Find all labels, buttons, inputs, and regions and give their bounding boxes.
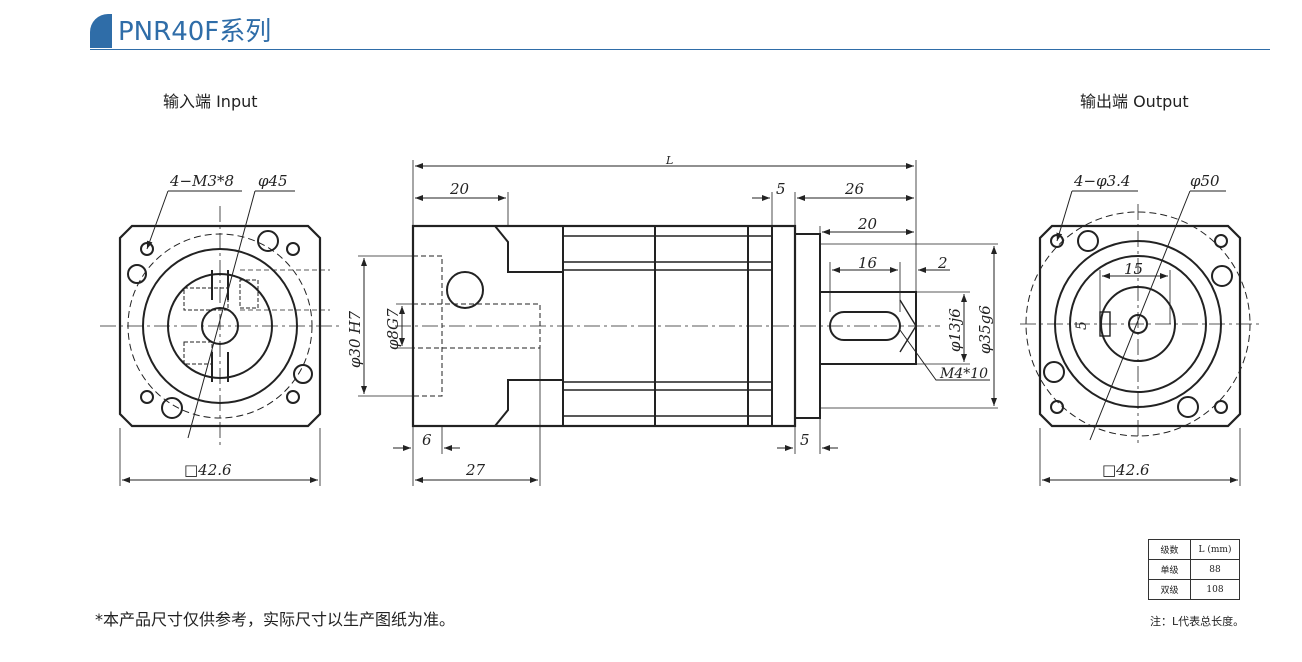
page-title: PNR40F系列 xyxy=(118,17,272,47)
output-bolt-dim: 4−φ3.4 xyxy=(1073,172,1130,190)
dim-16: 16 xyxy=(858,254,878,272)
dim-6: 6 xyxy=(422,431,432,449)
table-cell: 88 xyxy=(1190,559,1240,580)
table-header-cell: 级数 xyxy=(1148,539,1191,560)
dim-15: 15 xyxy=(1124,260,1143,278)
dim-phi13: φ13j6 xyxy=(946,308,964,352)
dim-20-shaft: 20 xyxy=(857,215,878,233)
output-square-dim: □42.6 xyxy=(1102,461,1150,479)
thread-dim: M4*10 xyxy=(939,366,988,382)
title-bar: PNR40F系列 xyxy=(90,14,1270,54)
dim-20-top: 20 xyxy=(449,180,470,198)
length-dim: L xyxy=(665,154,673,167)
title-divider xyxy=(90,49,1270,50)
dim-5-top: 5 xyxy=(776,180,786,198)
disclaimer-note: *本产品尺寸仅供参考，实际尺寸以生产图纸为准。 xyxy=(95,610,456,629)
output-pcd-dim: φ50 xyxy=(1190,172,1220,190)
dim-phi35: φ35g6 xyxy=(976,305,994,354)
table-cell: 单级 xyxy=(1148,559,1191,580)
table-row: 双级 108 xyxy=(1148,579,1240,600)
title-accent xyxy=(90,14,112,48)
side-view xyxy=(358,160,998,486)
output-label: 输出端 Output xyxy=(1080,92,1189,111)
dim-phi8: φ8G7 xyxy=(384,308,402,350)
input-view xyxy=(100,190,340,486)
dim-5-key: 5 xyxy=(1074,321,1090,330)
table-cell: 双级 xyxy=(1148,579,1191,600)
output-shaft xyxy=(819,291,917,365)
input-pilot-dim: φ45 xyxy=(258,172,288,190)
output-view xyxy=(1020,190,1260,486)
dim-26: 26 xyxy=(844,180,865,198)
table-header-cell: L (mm) xyxy=(1190,539,1240,560)
table-note: 注：L代表总长度。 xyxy=(1150,615,1245,628)
dim-5-bottom: 5 xyxy=(800,431,810,449)
dim-2: 2 xyxy=(937,254,948,272)
input-flange-outline xyxy=(118,224,322,428)
dim-phi30: φ30 H7 xyxy=(346,311,364,368)
length-table: 级数 L (mm) 单级 88 双级 108 xyxy=(1148,539,1240,600)
table-row: 单级 88 xyxy=(1148,559,1240,580)
input-square-dim: □42.6 xyxy=(184,461,232,479)
output-flange-outline xyxy=(1038,224,1242,428)
input-bolt-dim: 4−M3*8 xyxy=(169,172,234,190)
table-cell: 108 xyxy=(1190,579,1240,600)
dim-27: 27 xyxy=(465,461,486,479)
table-header-row: 级数 L (mm) xyxy=(1148,539,1240,560)
input-label: 输入端 Input xyxy=(163,92,258,111)
